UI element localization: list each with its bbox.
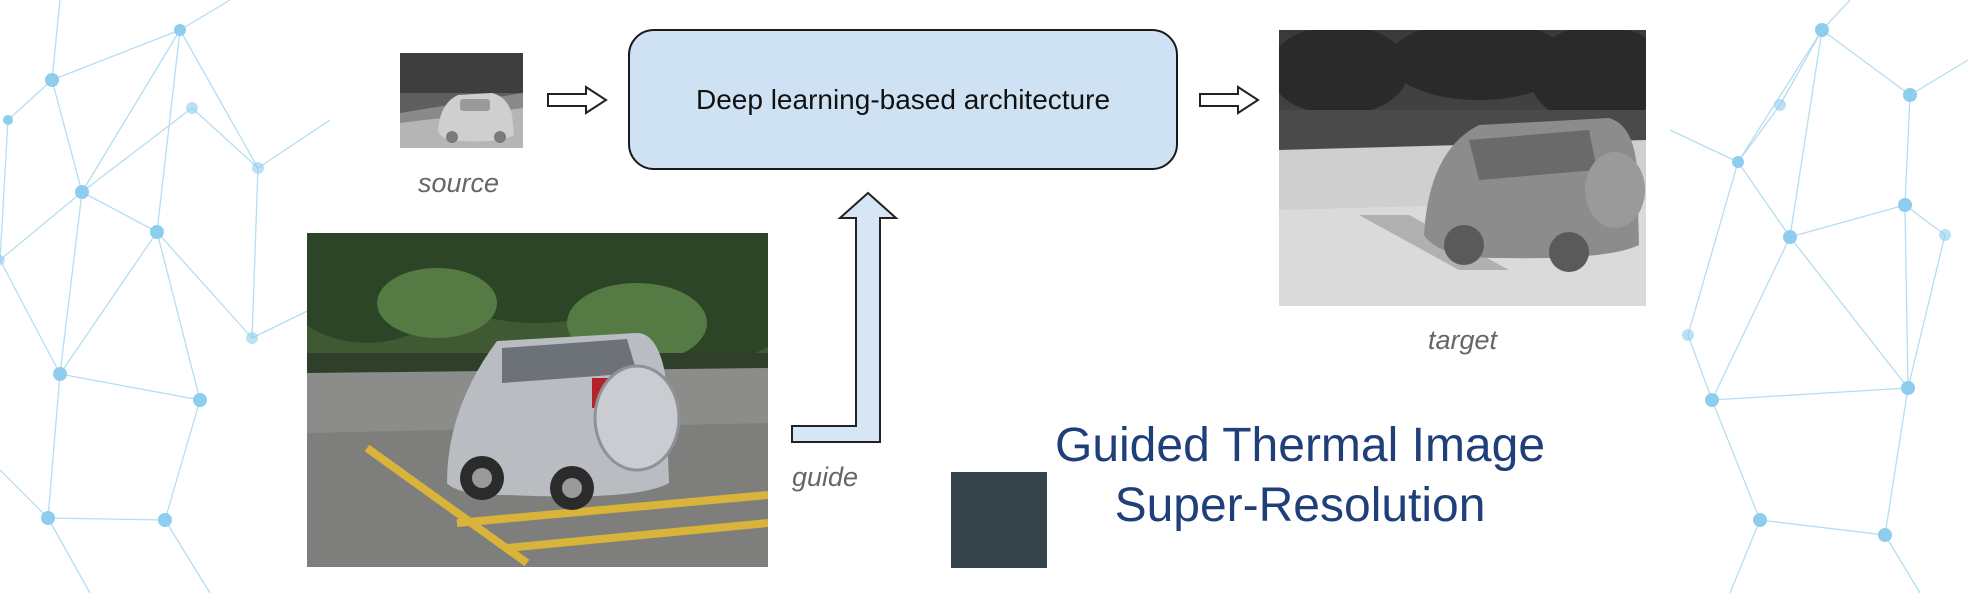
diagram-title: Guided Thermal Image Super-Resolution <box>1000 416 1600 536</box>
arrow-up-icon <box>791 191 899 443</box>
architecture-label: Deep learning-based architecture <box>695 83 1111 115</box>
dark-square-block <box>951 472 1047 568</box>
source-caption: source <box>418 168 500 198</box>
arrow-right-icon <box>1199 85 1260 115</box>
arrow-right-icon <box>547 85 608 115</box>
network-pattern-right <box>1670 0 1968 593</box>
title-line-2: Super-Resolution <box>1114 479 1486 532</box>
guide-rgb-image <box>307 233 768 567</box>
target-thermal-image <box>1279 30 1646 306</box>
target-caption: target <box>1428 325 1498 355</box>
source-thermal-image <box>400 53 523 148</box>
architecture-box: Deep learning-based architecture <box>628 29 1178 170</box>
network-pattern-left <box>0 0 330 593</box>
title-line-1: Guided Thermal Image <box>1054 419 1546 472</box>
guide-caption: guide <box>792 462 859 492</box>
